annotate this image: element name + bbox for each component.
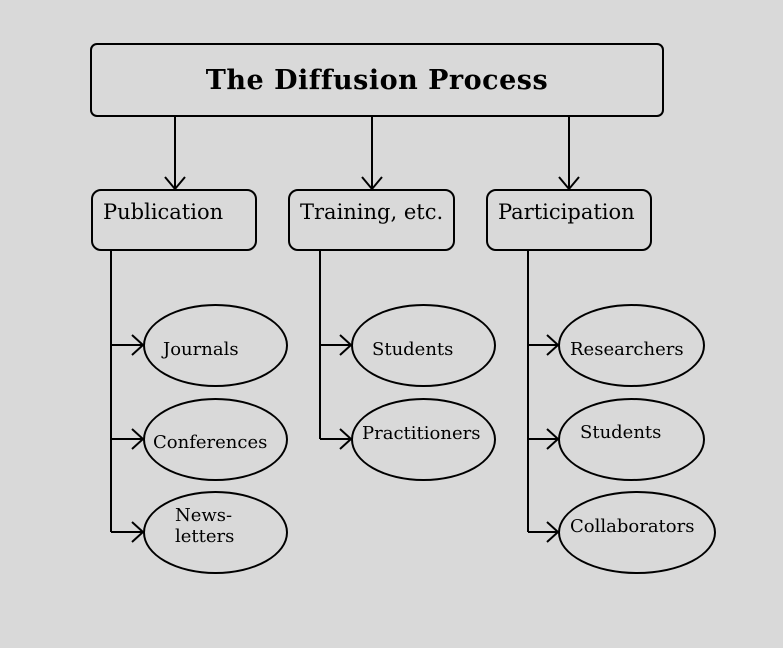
oval-label-journals: Journals (163, 339, 239, 360)
oval-label-students-training: Students (372, 339, 454, 360)
oval-label-students-participation: Students (580, 422, 662, 443)
oval-collaborators: Collaborators (558, 491, 716, 574)
category-label-participation: Participation (498, 200, 635, 224)
oval-students-participation: Students (558, 398, 705, 481)
category-box-participation: Participation (486, 189, 652, 251)
oval-students-training: Students (351, 304, 496, 387)
oval-label-newsletters: News- letters (175, 505, 235, 547)
diagram-title-box: The Diffusion Process (90, 43, 664, 117)
diagram-title: The Diffusion Process (205, 64, 549, 96)
oval-label-researchers: Researchers (570, 339, 684, 360)
oval-label-conferences: Conferences (153, 432, 268, 453)
oval-practitioners: Practitioners (351, 398, 496, 481)
oval-conferences: Conferences (143, 398, 288, 481)
oval-newsletters: News- letters (143, 491, 288, 574)
category-label-training: Training, etc. (300, 200, 444, 224)
oval-researchers: Researchers (558, 304, 705, 387)
oval-journals: Journals (143, 304, 288, 387)
oval-label-collaborators: Collaborators (570, 516, 695, 537)
category-box-publication: Publication (91, 189, 257, 251)
category-box-training: Training, etc. (288, 189, 455, 251)
category-label-publication: Publication (103, 200, 224, 224)
oval-label-practitioners: Practitioners (362, 423, 481, 444)
